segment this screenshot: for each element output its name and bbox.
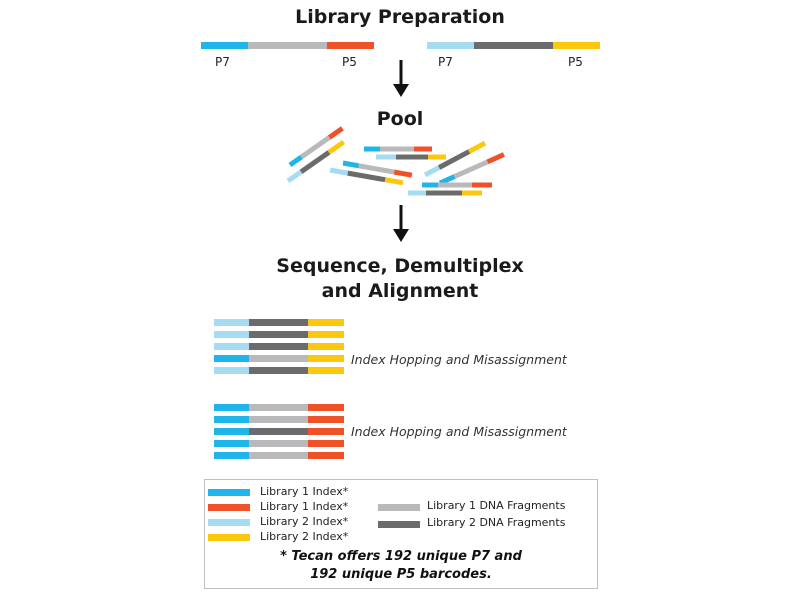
lib1-dna-fragment [248, 42, 327, 49]
read-p5 [308, 331, 344, 338]
read-p7 [214, 355, 249, 362]
lib2-p5-index [553, 42, 600, 49]
lib2-dna-fragment [474, 42, 553, 49]
pool-fragment [423, 140, 487, 178]
legend-label: Library 1 DNA Fragments [427, 499, 566, 512]
read-p7 [214, 428, 249, 435]
legend-footnote-line1: * Tecan offers 192 unique P7 and [280, 549, 522, 564]
lib1-p7-label: P7 [215, 55, 230, 69]
library-preparation-title: Library Preparation [295, 6, 505, 28]
sequence-title: Sequence, Demultiplex and Alignment [0, 254, 800, 304]
pool-fragment [329, 167, 404, 186]
legend-label: Library 2 DNA Fragments [427, 516, 566, 529]
legend-swatch-lib2-fragment [378, 521, 420, 528]
legend-label: Library 2 Index* [260, 515, 349, 528]
lib1-p5-label: P5 [342, 55, 357, 69]
read-p7 [214, 343, 249, 350]
legend-box: Library 1 Index* Library 1 Index* Librar… [204, 479, 598, 589]
read-p7 [214, 319, 249, 326]
read-fragment [249, 319, 308, 326]
read-p7 [214, 452, 249, 459]
read-fragment [249, 452, 308, 459]
legend-swatch-lib2-index-p5 [208, 534, 250, 541]
read-p7 [214, 331, 249, 338]
read-fragment [249, 416, 308, 423]
legend-swatch-lib1-fragment [378, 504, 420, 511]
read-p7 [214, 404, 249, 411]
read-p5 [308, 343, 344, 350]
lib2-p5-label: P5 [568, 55, 583, 69]
lib2-p7-index [427, 42, 474, 49]
read-fragment [249, 404, 308, 411]
pool-fragment [438, 152, 505, 186]
read-p5 [308, 367, 344, 374]
legend-swatch-lib1-index-p5 [208, 504, 250, 511]
pool-fragment [342, 160, 413, 178]
pool-fragment [288, 126, 344, 168]
read-p7 [214, 416, 249, 423]
pool-fragment [286, 139, 346, 184]
down-arrow-icon [393, 60, 409, 97]
lib1-p5-index [327, 42, 374, 49]
read-p7 [214, 440, 249, 447]
read-fragment [249, 331, 308, 338]
read-fragment [249, 367, 308, 374]
read-p5 [308, 428, 344, 435]
read-p5 [308, 319, 344, 326]
lib1-p7-index [201, 42, 248, 49]
read-fragment [249, 343, 308, 350]
read-p5 [308, 355, 344, 362]
legend-label: Library 1 Index* [260, 500, 349, 513]
legend-label: Library 1 Index* [260, 485, 349, 498]
pool-title: Pool [376, 108, 424, 130]
read-p5 [308, 452, 344, 459]
legend-swatch-lib1-index-p7 [208, 489, 250, 496]
legend-swatch-lib2-index-p7 [208, 519, 250, 526]
read-p7 [214, 367, 249, 374]
read-p5 [308, 440, 344, 447]
read-fragment [249, 440, 308, 447]
sequence-title-line2: and Alignment [321, 280, 479, 302]
read-p5 [308, 404, 344, 411]
read-p5 [308, 416, 344, 423]
legend-footnote-line2: 192 unique P5 barcodes. [310, 567, 492, 582]
sequence-title-line1: Sequence, Demultiplex [276, 255, 524, 277]
index-hopping-note-1: Index Hopping and Misassignment [351, 352, 567, 367]
down-arrow-icon [393, 205, 409, 242]
read-fragment [249, 355, 308, 362]
index-hopping-note-2: Index Hopping and Misassignment [351, 424, 567, 439]
read-fragment [249, 428, 308, 435]
lib2-p7-label: P7 [438, 55, 453, 69]
legend-label: Library 2 Index* [260, 530, 349, 543]
